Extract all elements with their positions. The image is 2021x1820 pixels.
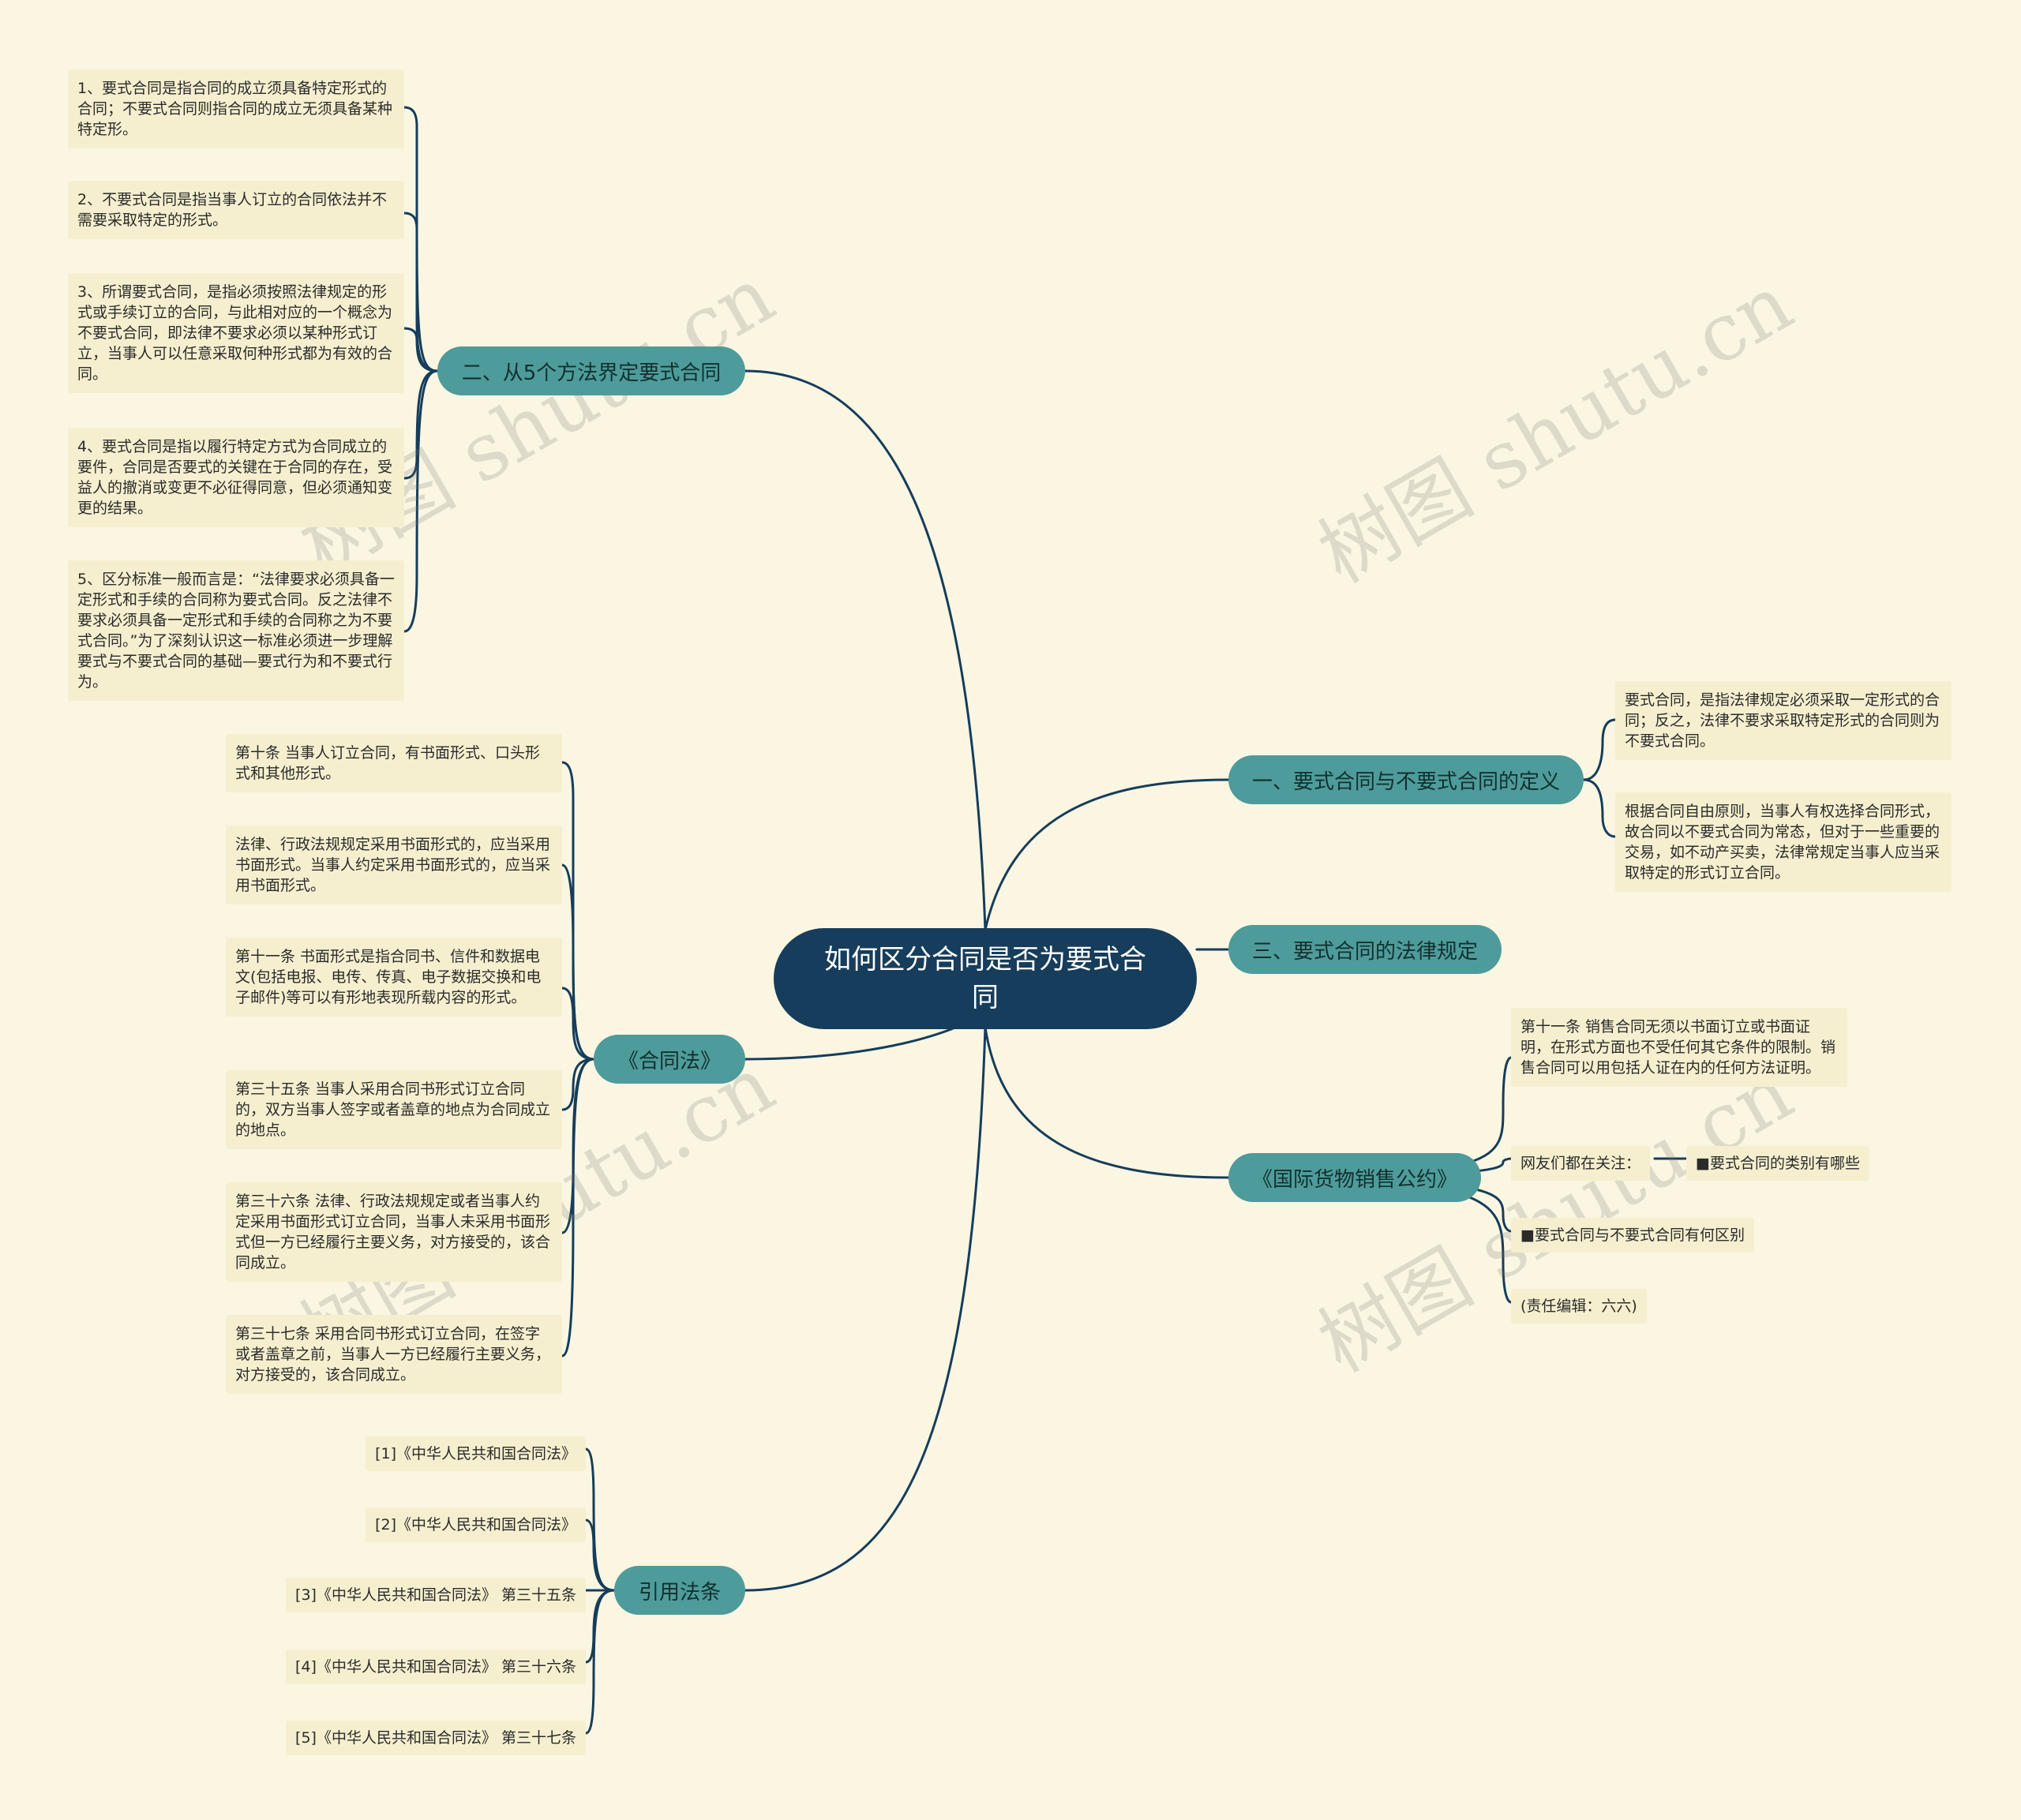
citation-item-3[interactable]: [3]《中华人民共和国合同法》 第三十五条 (286, 1578, 586, 1612)
edge-root-contract-law (744, 1026, 957, 1061)
cisg-attention-item[interactable]: ■要式合同的类别有哪些 (1686, 1146, 1869, 1181)
cisg-article-11[interactable]: 第十一条 销售合同无须以书面订立或书面证明，在形式方面也不受任何其它条件的限制。… (1511, 1008, 1847, 1087)
branch-definition[interactable]: 一、要式合同与不要式合同的定义 (1228, 755, 1584, 804)
citation-item-5[interactable]: [5]《中华人民共和国合同法》 第三十七条 (286, 1721, 586, 1755)
root-topic[interactable]: 如何区分合同是否为要式合同 (774, 928, 1197, 1029)
method-item-3[interactable]: 3、所谓要式合同，是指必须按照法律规定的形式或手续订立的合同，与此相对应的一个概… (68, 273, 404, 393)
edge-root-cisg (984, 1026, 1230, 1179)
citation-item-2[interactable]: [2]《中华人民共和国合同法》 (366, 1507, 586, 1542)
branch-cisg[interactable]: 《国际货物销售公约》 (1228, 1153, 1481, 1202)
citation-item-1[interactable]: [1]《中华人民共和国合同法》 (366, 1436, 586, 1471)
definition-item-2[interactable]: 根据合同自由原则，当事人有权选择合同形式，故合同以不要式合同为常态，但对于一些重… (1615, 792, 1952, 892)
branch-law[interactable]: 三、要式合同的法律规定 (1228, 925, 1502, 974)
contract-law-item-3[interactable]: 第十一条 书面形式是指合同书、信件和数据电文(包括电报、电传、传真、电子数据交换… (226, 938, 562, 1017)
method-item-2[interactable]: 2、不要式合同是指当事人订立的合同依法并不需要采取特定的形式。 (68, 181, 404, 239)
method-item-4[interactable]: 4、要式合同是指以履行特定方式为合同成立的要件，合同是否要式的关键在于合同的存在… (68, 428, 404, 527)
cisg-editor: (责任编辑：六六) (1511, 1289, 1647, 1324)
method-item-5[interactable]: 5、区分标准一般而言是：“法律要求必须具备一定形式和手续的合同称为要式合同。反之… (68, 560, 404, 701)
edge-root-citations (744, 1026, 987, 1592)
cisg-related-item[interactable]: ■要式合同与不要式合同有何区别 (1511, 1218, 1754, 1253)
definition-item-1[interactable]: 要式合同，是指法律规定必须采取一定形式的合同；反之，法律不要求采取特定形式的合同… (1615, 681, 1952, 760)
branch-citations[interactable]: 引用法条 (614, 1566, 745, 1615)
contract-law-item-5[interactable]: 第三十六条 法律、行政法规规定或者当事人约定采用书面形式订立合同，当事人未采用书… (226, 1182, 562, 1282)
contract-law-item-2[interactable]: 法律、行政法规规定采用书面形式的，应当采用书面形式。当事人约定采用书面形式的，应… (226, 826, 562, 904)
contract-law-item-6[interactable]: 第三十七条 采用合同书形式订立合同，在签字或者盖章之前，当事人一方已经履行主要义… (226, 1315, 562, 1394)
cisg-attention-label: 网友们都在关注： (1511, 1146, 1651, 1181)
branch-contract-law[interactable]: 《合同法》 (594, 1035, 745, 1084)
contract-law-item-1[interactable]: 第十条 当事人订立合同，有书面形式、口头形式和其他形式。 (226, 734, 562, 792)
contract-law-item-4[interactable]: 第三十五条 当事人采用合同书形式订立合同的，双方当事人签字或者盖章的地点为合同成… (226, 1070, 562, 1149)
method-item-1[interactable]: 1、要式合同是指合同的成立须具备特定形式的合同；不要式合同则指合同的成立无须具备… (68, 69, 404, 148)
edge-root-methods (744, 369, 987, 931)
branch-methods[interactable]: 二、从5个方法界定要式合同 (437, 346, 745, 395)
citation-item-4[interactable]: [4]《中华人民共和国合同法》 第三十六条 (286, 1650, 586, 1684)
edge-root-definition (984, 778, 1230, 931)
